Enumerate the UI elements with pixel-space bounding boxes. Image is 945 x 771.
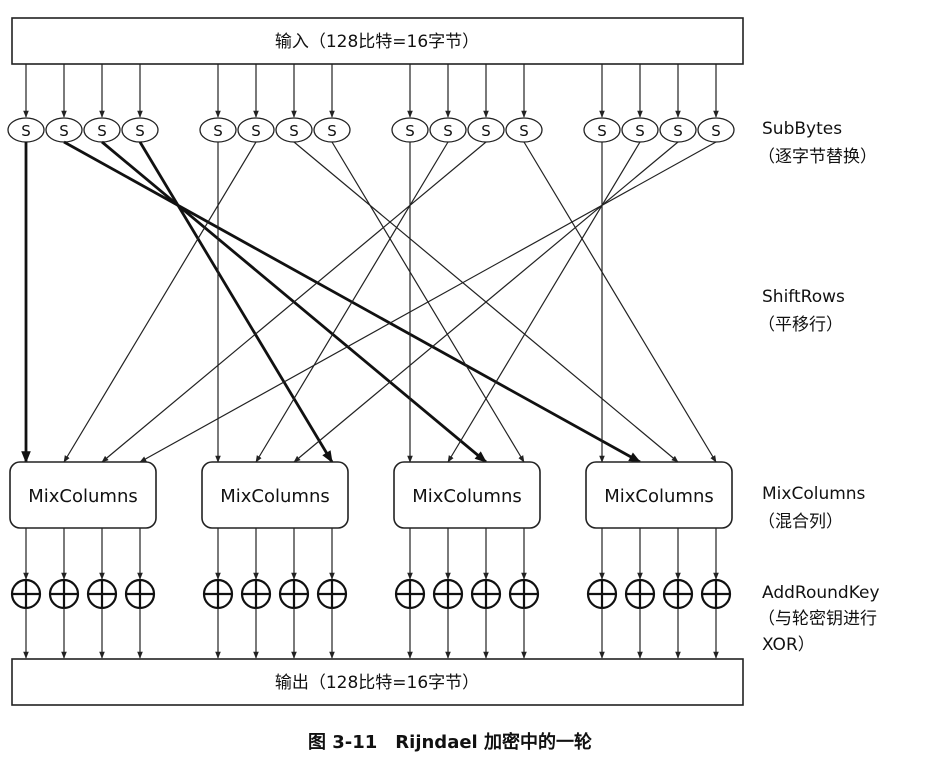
sbox-label: S (405, 122, 415, 140)
mixcolumns-label: MixColumns (762, 484, 866, 504)
mixcolumns-label: MixColumns (604, 486, 714, 507)
sbox-label: S (635, 122, 645, 140)
subbytes-label: SubBytes (762, 119, 842, 139)
mix-to-xor-arrows (23, 528, 719, 580)
sbox: S (199, 117, 237, 143)
sbox-label: S (597, 122, 607, 140)
mixcolumns-box: MixColumns (585, 461, 733, 529)
xor-icon (278, 578, 310, 610)
shiftrows-wire (139, 141, 717, 463)
sbox-label: S (135, 122, 145, 140)
xor-icon (470, 578, 502, 610)
input-arrows (23, 64, 719, 118)
mixcolumns-box: MixColumns (201, 461, 349, 529)
sbox-label: S (443, 122, 453, 140)
xor-icon (394, 578, 426, 610)
xor-icon (316, 578, 348, 610)
mixcolumns-rect (393, 461, 541, 529)
input-block: 输入（128比特=16字节） (11, 17, 744, 65)
sbox: S (621, 117, 659, 143)
mixcolumns-row: MixColumns MixColumns MixColumns MixColumns (9, 461, 733, 529)
mixcolumns-desc: （混合列） (758, 512, 843, 532)
xor-icon (662, 578, 694, 610)
sbox: S (313, 117, 351, 143)
sbox-label: S (251, 122, 261, 140)
sbox: S (121, 117, 159, 143)
sbox: S (83, 117, 121, 143)
sbox: S (237, 117, 275, 143)
sbox-label: S (213, 122, 223, 140)
xor-icon (432, 578, 464, 610)
xor-icon (586, 578, 618, 610)
sbox-label: S (327, 122, 337, 140)
sbox: S (275, 117, 313, 143)
xor-icon (508, 578, 540, 610)
shiftrows-wire (138, 141, 334, 464)
sbox-label: S (673, 122, 683, 140)
sbox: S (429, 117, 467, 143)
mixcolumns-label: MixColumns (412, 486, 522, 507)
sbox: S (391, 117, 429, 143)
shiftrows-wire (101, 141, 487, 463)
shiftrows-lines (21, 140, 717, 464)
sbox: S (7, 117, 45, 143)
xor-icon (202, 578, 234, 610)
mixcolumns-rect (585, 461, 733, 529)
shiftrows-wire (63, 141, 257, 463)
xor-to-output-arrows (23, 608, 719, 659)
xor-icon (700, 578, 732, 610)
xor-icon (624, 578, 656, 610)
xor-icon (240, 578, 272, 610)
xor-icon (86, 578, 118, 610)
addroundkey-row (10, 578, 732, 610)
mixcolumns-rect (201, 461, 349, 529)
output-block: 输出（128比特=16字节） (11, 658, 744, 706)
sbox: S (45, 117, 83, 143)
shiftrows-desc: （平移行） (758, 315, 843, 335)
subbytes-desc: （逐字节替换） (758, 147, 877, 167)
xor-icon (48, 578, 80, 610)
sbox: S (697, 117, 735, 143)
sbox-label: S (97, 122, 107, 140)
sbox-label: S (21, 122, 31, 140)
sbox-label: S (481, 122, 491, 140)
mixcolumns-label: MixColumns (220, 486, 330, 507)
addroundkey-desc-2: XOR） (762, 635, 815, 655)
shiftrows-wire (523, 141, 717, 463)
sbox-label: S (289, 122, 299, 140)
input-label: 输入（128比特=16字节） (275, 32, 479, 52)
figure-caption: 图 3-11 Rijndael 加密中的一轮 (308, 731, 592, 753)
mixcolumns-box: MixColumns (9, 461, 157, 529)
sbox: S (583, 117, 621, 143)
output-label: 输出（128比特=16字节） (275, 673, 479, 693)
xor-icon (10, 578, 42, 610)
shiftrows-label: ShiftRows (762, 287, 845, 307)
sbox-label: S (59, 122, 69, 140)
sbox: S (659, 117, 697, 143)
sbox-label: S (519, 122, 529, 140)
shiftrows-wire (293, 141, 679, 463)
sbox: S (505, 117, 543, 143)
xor-icon (124, 578, 156, 610)
shiftrows-wire (447, 141, 641, 463)
mixcolumns-box: MixColumns (393, 461, 541, 529)
addroundkey-label: AddRoundKey (762, 583, 880, 603)
addroundkey-desc-1: （与轮密钥进行 (758, 609, 877, 629)
sbox: S (467, 117, 505, 143)
sbox-label: S (711, 122, 721, 140)
mixcolumns-rect (9, 461, 157, 529)
mixcolumns-label: MixColumns (28, 486, 138, 507)
shiftrows-wire (255, 141, 449, 463)
